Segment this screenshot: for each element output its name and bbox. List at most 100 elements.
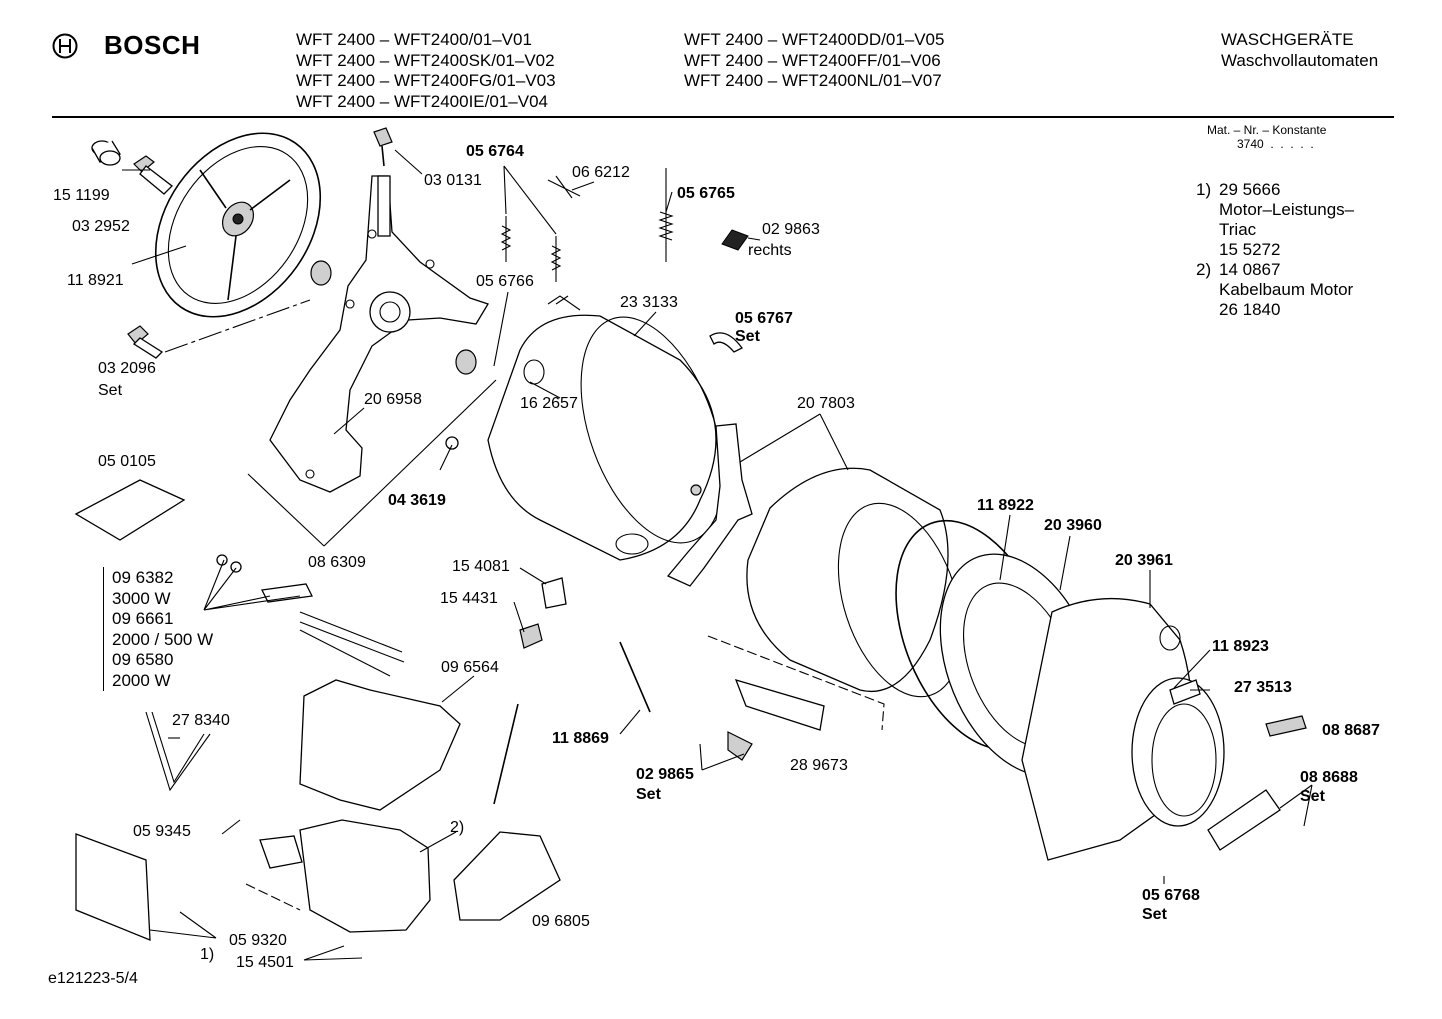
note-line: 15 5272 [1219, 240, 1281, 259]
part-label-154431: 15 4431 [440, 590, 498, 607]
heater-spec: 3000 W [112, 588, 171, 608]
part-label-056768-set: Set [1142, 906, 1167, 923]
control-module-drawing [74, 479, 186, 941]
part-label-088688: 08 8688 [1300, 769, 1358, 786]
drum-cross-drawing [666, 423, 753, 587]
drawing-code: e121223-5/4 [48, 970, 138, 987]
model-line: WFT 2400 – WFT2400NL/01–V07 [684, 71, 942, 90]
header-rule [52, 116, 1394, 118]
part-label-029865: 02 9865 [636, 766, 694, 783]
note-line: Kabelbaum Motor [1219, 280, 1354, 299]
material-block: Mat. – Nr. – Konstante 3740 . . . . . [1207, 123, 1326, 151]
model-line: WFT 2400 – WFT2400SK/01–V02 [296, 50, 555, 70]
motor-brush-drawing [453, 831, 561, 921]
part-label-233133: 23 3133 [620, 294, 678, 311]
spring-drawing [500, 168, 674, 282]
part-label-207803: 20 7803 [797, 395, 855, 412]
part-label-056764: 05 6764 [466, 143, 524, 160]
part-label-154081: 15 4081 [452, 558, 510, 575]
note-number: 2) [1196, 260, 1212, 279]
part-label-note2: 2) [450, 819, 465, 836]
part-label-203961: 20 3961 [1115, 552, 1173, 569]
drum-pulley-drawing [154, 132, 322, 318]
brand-name: BOSCH [104, 30, 201, 60]
note-line: 14 0867 [1219, 260, 1281, 279]
part-label-086309: 08 6309 [308, 554, 366, 571]
part-label-118921: 11 8921 [67, 272, 124, 289]
heater-spec: 09 6580 [112, 650, 174, 669]
heater-spec: 09 6661 [112, 609, 174, 628]
part-label-059345: 05 9345 [133, 823, 191, 840]
model-line: WFT 2400 – WFT2400IE/01–V04 [296, 91, 548, 111]
heater-spec: 09 6382 [112, 568, 174, 587]
model-list-col1: WFT 2400 – WFT2400/01–V01 WFT 2400 – WFT… [296, 30, 556, 112]
bearing-drawing [310, 260, 477, 450]
sensor-drawing [519, 577, 825, 761]
part-label-066212: 06 6212 [572, 164, 630, 181]
part-label-278340: 27 8340 [172, 712, 230, 729]
category: WASCHGERÄTE Waschvollautomaten [1221, 30, 1378, 71]
part-label-030131: 03 0131 [424, 172, 482, 189]
leader-lines [122, 149, 1313, 961]
note-number: 1) [1196, 180, 1212, 199]
shock-absorber-drawing [493, 641, 651, 805]
part-label-056768: 05 6768 [1142, 887, 1200, 904]
part-label-096564: 09 6564 [441, 659, 499, 676]
category-line: Waschvollautomaten [1221, 50, 1379, 70]
motor-drawing [259, 819, 431, 933]
bosch-logo [52, 33, 78, 59]
part-label-151199: 15 1199 [53, 187, 110, 204]
part-label-note1: 1) [200, 946, 215, 963]
part-label-056765: 05 6765 [677, 185, 735, 202]
bosch-armature-icon [52, 33, 78, 59]
part-label-032952: 03 2952 [72, 218, 130, 235]
tub-drawing [487, 295, 724, 561]
note-line: Motor–Leistungs– [1219, 200, 1355, 219]
bushing-drawing [91, 140, 121, 166]
model-line: WFT 2400 – WFT2400FF/01–V06 [684, 50, 941, 70]
part-label-029865-set: Set [636, 786, 661, 803]
part-label-118923: 11 8923 [1212, 638, 1269, 655]
heater-drawing [216, 554, 405, 677]
note-line: Triac [1219, 220, 1257, 239]
part-label-273513: 27 3513 [1234, 679, 1292, 696]
part-label-059320: 05 9320 [229, 932, 287, 949]
material-title: Mat. – Nr. – Konstante [1207, 123, 1327, 137]
category-line: WASCHGERÄTE [1221, 30, 1354, 49]
part-label-206958: 20 6958 [364, 391, 422, 408]
part-label-096805: 09 6805 [532, 913, 590, 930]
drum-drawing [746, 467, 963, 698]
part-label-088687: 08 8687 [1322, 722, 1380, 739]
part-label-056767-set: Set [735, 328, 760, 345]
part-label-032096: 03 2096 [98, 360, 156, 377]
part-label-118922: 11 8922 [977, 497, 1034, 514]
part-label-162657: 16 2657 [520, 395, 578, 412]
heater-spec: 2000 / 500 W [112, 629, 214, 649]
note-2: 2) 14 0867 Kabelbaum Motor 26 1840 [1196, 260, 1354, 320]
shock-bolt-drawing [127, 325, 164, 359]
part-label-289673: 28 9673 [790, 757, 848, 774]
door-lock-drawing [1169, 679, 1307, 851]
model-list-col2: WFT 2400 – WFT2400DD/01–V05 WFT 2400 – W… [684, 30, 944, 92]
part-label-056766: 05 6766 [476, 273, 534, 290]
part-label-203960: 20 3960 [1044, 517, 1102, 534]
model-line: WFT 2400 – WFT2400/01–V01 [296, 30, 532, 49]
heater-spec: 2000 W [112, 670, 171, 690]
material-value: 3740 . . . . . [1237, 137, 1314, 151]
note-1: 1) 29 5666 Motor–Leistungs– Triac 15 527… [1196, 180, 1354, 260]
model-line: WFT 2400 – WFT2400FG/01–V03 [296, 71, 556, 90]
drive-belt-drawing [145, 711, 211, 792]
part-label-118869: 11 8869 [552, 730, 609, 747]
front-panel-drawing [1021, 597, 1225, 861]
note-line: 29 5666 [1219, 180, 1281, 199]
part-label-088688-set: Set [1300, 788, 1325, 805]
bearing-bracket-drawing [269, 175, 489, 493]
bracket-bolt-drawing [373, 127, 393, 167]
notes-block: 1) 29 5666 Motor–Leistungs– Triac 15 527… [1196, 180, 1354, 320]
clip-drawing [547, 175, 749, 251]
part-label-029863: 02 9863 [762, 221, 820, 238]
part-label-056767: 05 6767 [735, 310, 793, 327]
note-line: 26 1840 [1219, 300, 1281, 319]
pump-drawing [299, 679, 461, 811]
